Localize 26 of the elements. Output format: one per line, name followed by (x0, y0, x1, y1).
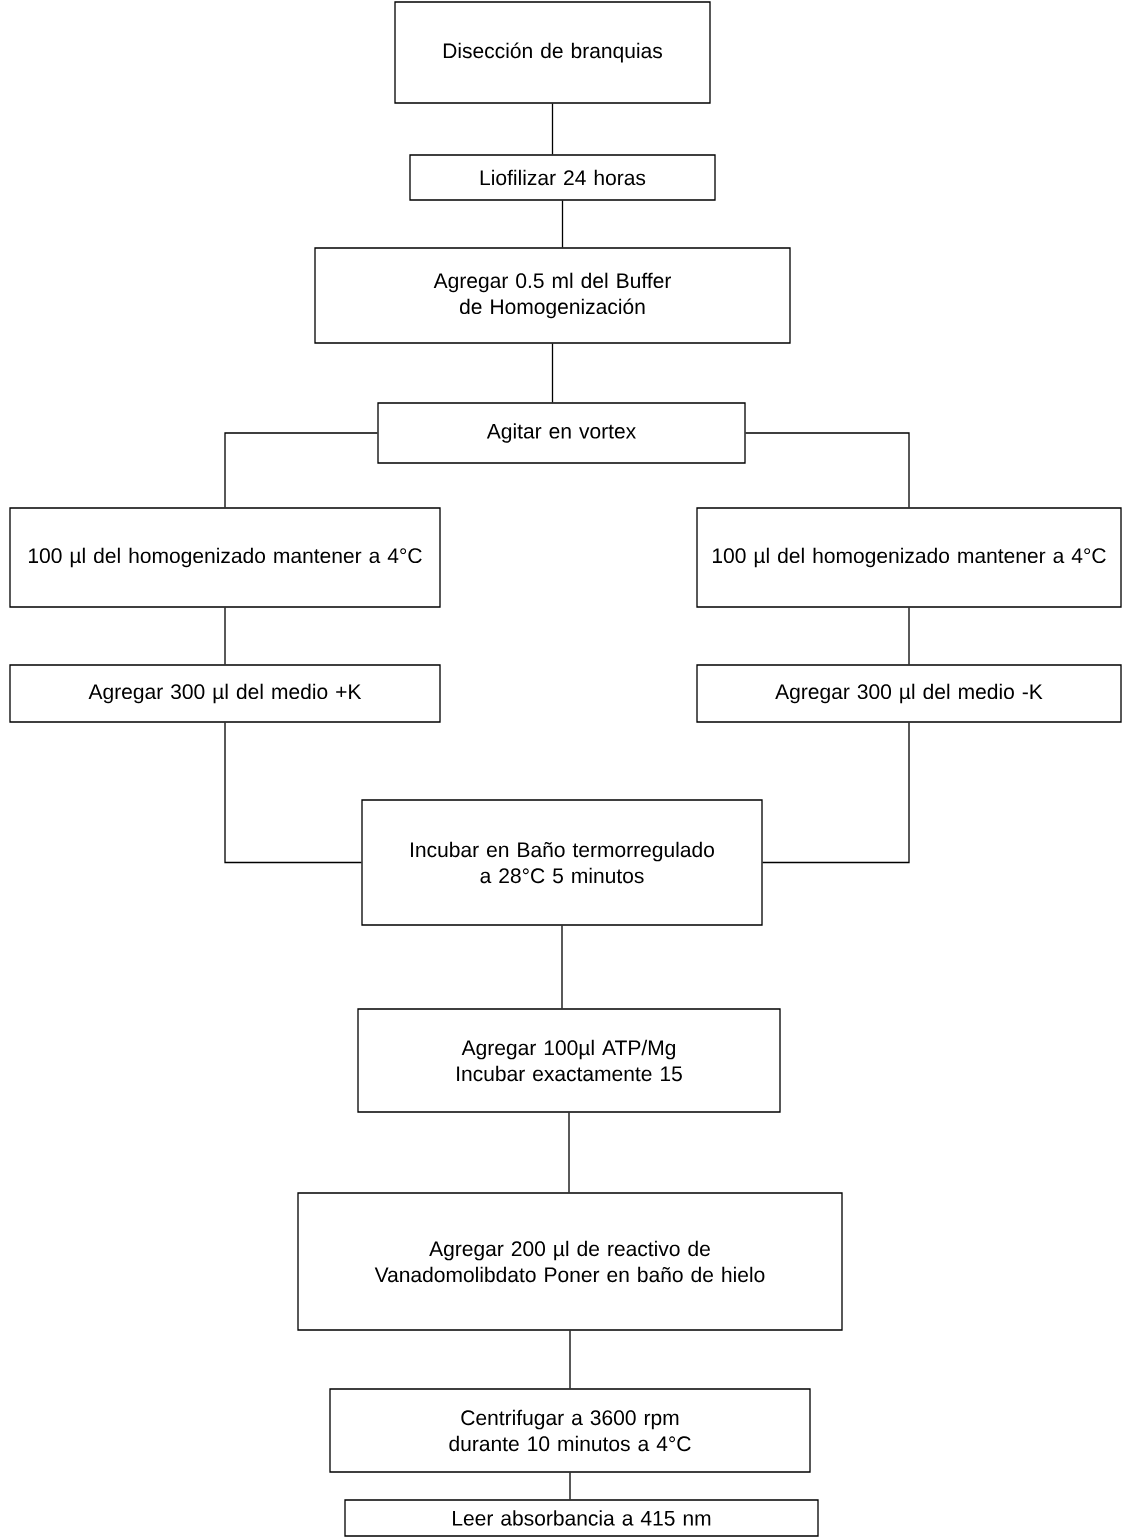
connector-line (561, 925, 563, 1009)
connector-line (745, 432, 910, 508)
process-box: Agregar 100µl ATP/Mg Incubar exactamente 15 (357, 1008, 781, 1113)
process-box: Agregar 0.5 ml del Buffer de Homogenización (314, 247, 791, 344)
connector-line (569, 1472, 571, 1500)
connector-line (762, 722, 910, 864)
connector-line (568, 1112, 570, 1193)
connector-line (569, 1330, 571, 1389)
process-box: Centrifugar a 3600 rpm durante 10 minutos a 4°C (329, 1388, 811, 1473)
process-box: Agregar 300 µl del medio -K (696, 664, 1122, 723)
connector-line (224, 722, 362, 864)
process-box: Liofilizar 24 horas (409, 154, 716, 201)
connector-line (561, 200, 564, 248)
process-box: Agitar en vortex (377, 402, 746, 464)
connector-line (551, 343, 554, 403)
connector-line (908, 607, 910, 665)
process-box: Agregar 300 µl del medio +K (9, 664, 441, 723)
connector-line (551, 103, 554, 155)
connector-line (224, 607, 226, 665)
process-box: Disección de branquias (394, 1, 711, 104)
process-box: 100 µl del homogenizado mantener a 4°C (696, 507, 1122, 608)
process-box: Leer absorbancia a 415 nm (344, 1499, 819, 1537)
connector-line (224, 432, 378, 508)
process-box: Incubar en Baño termorregulado a 28°C 5 minutos (361, 799, 763, 926)
process-box: 100 µl del homogenizado mantener a 4°C (9, 507, 441, 608)
process-box: Agregar 200 µl de reactivo de Vanadomolibdato Poner en baño de hielo (297, 1192, 843, 1331)
